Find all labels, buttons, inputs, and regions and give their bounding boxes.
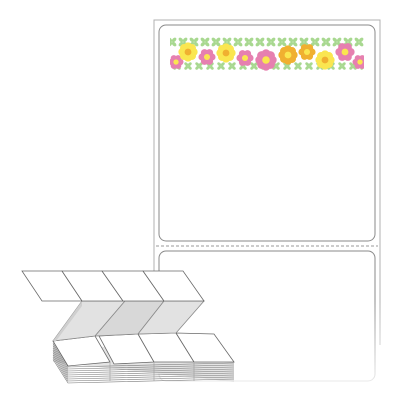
leaf-icon	[321, 37, 331, 47]
leaf-icon	[184, 62, 192, 70]
stack-label	[175, 332, 235, 363]
leaf-icon	[310, 37, 320, 47]
flower-icon	[315, 50, 335, 70]
leaf-icon	[217, 62, 225, 70]
liner-outline	[153, 19, 381, 345]
leaf-icon	[266, 37, 276, 47]
flower-icon	[255, 49, 277, 71]
flower-icon	[335, 43, 355, 61]
flower-icon	[170, 55, 184, 69]
leaf-icon	[332, 37, 342, 47]
fold-panel	[53, 301, 82, 341]
upper-label	[142, 270, 205, 302]
flower-border-icon	[170, 37, 364, 71]
leaf-icon	[200, 37, 210, 47]
label-top	[158, 24, 376, 242]
leaf-icon	[338, 62, 346, 70]
leaf-icon	[228, 62, 236, 70]
stack-upper-row	[21, 270, 205, 302]
fanfold-stack-icon	[21, 270, 235, 384]
flower-icon	[352, 55, 364, 69]
leaf-icon	[255, 37, 265, 47]
leaf-icon	[277, 37, 287, 47]
flower-icon	[236, 50, 254, 66]
rising-fold	[52, 300, 205, 342]
leaf-icon	[288, 37, 298, 47]
leaf-icon	[170, 37, 177, 47]
flower-icon	[178, 42, 198, 62]
flower-icon	[278, 45, 298, 65]
flower-icon	[198, 49, 216, 65]
leaf-icon	[211, 37, 221, 47]
leaf-icon	[244, 37, 254, 47]
stack-top-row	[52, 332, 235, 367]
flower-icon	[216, 43, 236, 63]
leaf-icon	[305, 62, 313, 70]
leaf-icon	[250, 62, 258, 70]
leaf-icon	[354, 37, 364, 47]
leaf-icon	[294, 62, 302, 70]
leaf-icon	[233, 37, 243, 47]
flower-icon	[298, 44, 316, 60]
